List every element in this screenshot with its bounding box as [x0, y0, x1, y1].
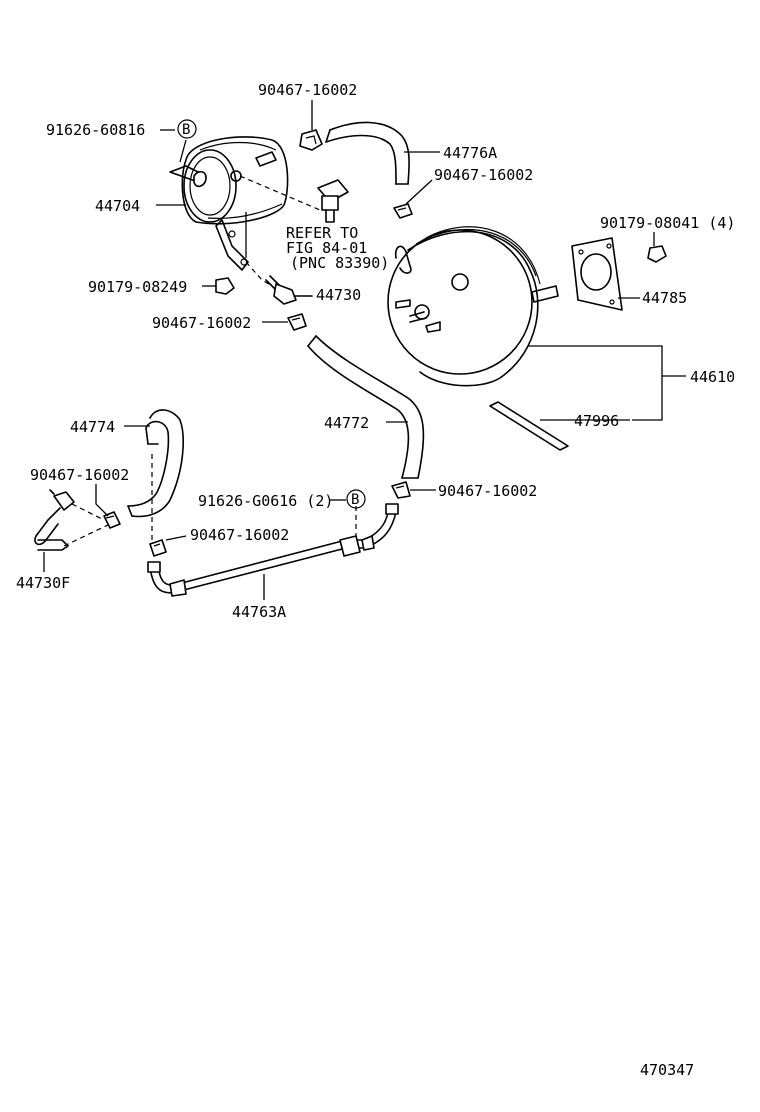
vacuum-tank-icon	[169, 136, 289, 271]
check-valve-icon	[34, 489, 75, 551]
label-44772: 44772	[324, 414, 369, 432]
label-90467-16002-right2: 90467-16002	[438, 482, 537, 500]
refer-line1: REFER TO	[286, 224, 358, 242]
hose-clamp-icon	[287, 313, 307, 331]
nut-icon	[215, 277, 235, 295]
label-44776a: 44776A	[443, 144, 497, 162]
label-44730: 44730	[316, 286, 361, 304]
label-90467-16002-top: 90467-16002	[258, 81, 357, 99]
diagram-number: 470347	[640, 1061, 694, 1079]
label-44763a: 44763A	[232, 603, 286, 621]
check-valve-icon	[265, 275, 313, 305]
hose-clamp-icon	[149, 539, 167, 557]
svg-text:B: B	[182, 122, 190, 138]
label-90467-16002-right1: 90467-16002	[434, 166, 533, 184]
svg-text:B: B	[351, 492, 359, 508]
hose-44774-icon	[127, 409, 184, 518]
nut-icon	[647, 245, 667, 263]
hose-44776a-icon	[325, 121, 410, 185]
label-90467-16002-mid: 90467-16002	[152, 314, 251, 332]
strip-47996-icon	[489, 401, 569, 451]
refer-line3: (PNC 83390)	[290, 254, 389, 272]
refer-line2: FIG 84-01	[286, 239, 367, 257]
label-90179-08041: 90179-08041 (4)	[600, 214, 735, 232]
hose-clamp-icon	[299, 129, 323, 151]
label-90467-16002-lower: 90467-16002	[190, 526, 289, 544]
label-90179-08249: 90179-08249	[88, 278, 187, 296]
label-44774: 44774	[70, 418, 115, 436]
label-91626-60816: 91626-60816	[46, 121, 145, 139]
label-47996: 47996	[574, 412, 619, 430]
tube-44763a-icon	[147, 503, 399, 597]
hose-clamp-icon	[391, 481, 411, 499]
badge-b-top: B	[177, 119, 197, 139]
label-44704: 44704	[95, 197, 140, 215]
label-90467-16002-left: 90467-16002	[30, 466, 129, 484]
vacuum-switch-icon	[317, 179, 349, 223]
brake-booster-icon	[387, 226, 559, 387]
gasket-icon	[571, 237, 623, 311]
hose-clamp-icon	[103, 511, 121, 529]
hose-clamp-icon	[393, 203, 413, 219]
label-44730f: 44730F	[16, 574, 70, 592]
badge-b-lower: B	[346, 489, 366, 509]
hose-44772-icon	[307, 335, 425, 479]
label-91626-g0616: 91626-G0616 (2)	[198, 492, 333, 510]
label-44610: 44610	[690, 368, 735, 386]
label-44785: 44785	[642, 289, 687, 307]
